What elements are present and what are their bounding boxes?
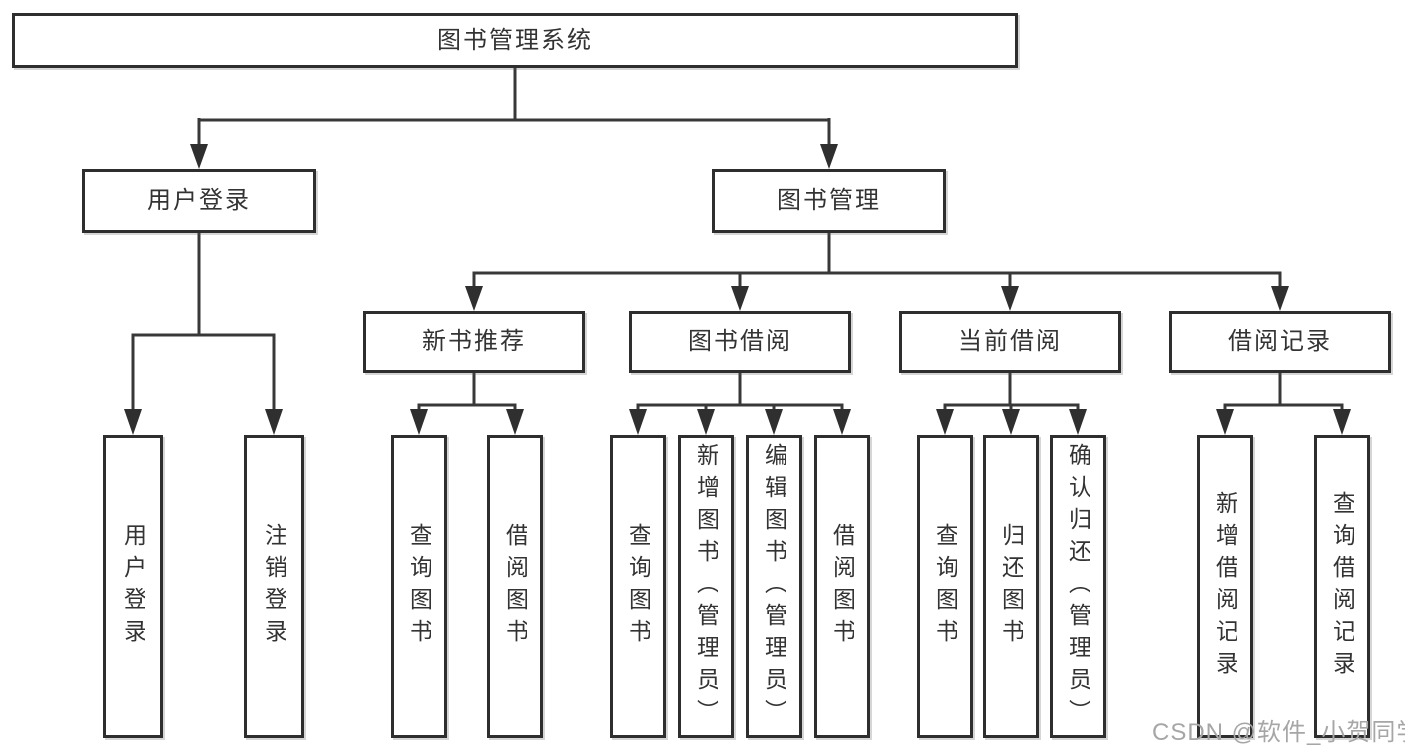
- leaf-query-books-current-label: 查询图书: [933, 522, 957, 651]
- connector-arrowhead: [190, 144, 208, 169]
- leaf-query-books-borrow: 查询图书: [610, 435, 666, 738]
- connector-user-login: [124, 233, 283, 435]
- connector-arrowhead: [410, 409, 428, 435]
- leaf-user-login: 用户登录: [103, 435, 163, 738]
- leaf-borrow-books-recommend: 借阅图书: [487, 435, 543, 738]
- connector-arrowhead: [465, 286, 483, 311]
- connector-borrow-records: [1216, 373, 1351, 435]
- leaf-logout-label: 注销登录: [262, 522, 286, 651]
- leaf-borrow-books-recommend-label: 借阅图书: [503, 522, 527, 651]
- connector-arrowhead: [765, 409, 783, 435]
- leaf-add-borrow-record: 新增借阅记录: [1197, 435, 1253, 738]
- leaf-user-login-label: 用户登录: [121, 522, 145, 651]
- connector-current-borrow: [936, 373, 1087, 435]
- leaf-edit-books-admin: 编辑图书（管理员）: [746, 435, 802, 738]
- leaf-confirm-return-admin: 确认归还（管理员）: [1050, 435, 1106, 738]
- node-root: 图书管理系统: [12, 13, 1018, 68]
- node-user-login: 用户登录: [82, 169, 316, 233]
- node-user-login-label: 用户登录: [147, 187, 251, 214]
- leaf-query-books-recommend-label: 查询图书: [407, 522, 431, 651]
- connector-arrowhead: [1002, 409, 1020, 435]
- connector-arrowhead: [731, 286, 749, 311]
- leaf-query-borrow-record: 查询借阅记录: [1314, 435, 1370, 738]
- connector-arrowhead: [1216, 409, 1234, 435]
- leaf-query-borrow-record-label: 查询借阅记录: [1330, 490, 1354, 683]
- leaf-return-books: 归还图书: [983, 435, 1039, 738]
- leaf-confirm-return-admin-label: 确认归还（管理员）: [1066, 442, 1090, 731]
- leaf-add-books-admin: 新增图书（管理员）: [678, 435, 734, 738]
- node-book-borrow-label: 图书借阅: [688, 328, 792, 355]
- node-new-book-recommend: 新书推荐: [363, 311, 585, 373]
- connector-arrowhead: [1333, 409, 1351, 435]
- node-book-borrow: 图书借阅: [629, 311, 851, 373]
- node-borrow-records-label: 借阅记录: [1228, 328, 1332, 355]
- leaf-query-books-current: 查询图书: [917, 435, 973, 738]
- node-book-management-label: 图书管理: [777, 187, 881, 214]
- connector-arrowhead: [1271, 286, 1289, 311]
- leaf-add-books-admin-label: 新增图书（管理员）: [694, 442, 718, 731]
- watermark-text: CSDN @软件_小贺同学: [1152, 719, 1405, 746]
- connector-new-book-recommend: [410, 373, 524, 435]
- connector-book-management: [465, 233, 1289, 311]
- leaf-query-books-borrow-label: 查询图书: [626, 522, 650, 651]
- connector-arrowhead: [697, 409, 715, 435]
- connector-arrowhead: [124, 409, 142, 435]
- leaf-logout: 注销登录: [244, 435, 304, 738]
- connector-arrowhead: [820, 144, 838, 169]
- leaf-query-books-recommend: 查询图书: [391, 435, 447, 738]
- connector-root: [190, 68, 838, 169]
- node-new-book-recommend-label: 新书推荐: [422, 328, 526, 355]
- connector-arrowhead: [265, 409, 283, 435]
- leaf-borrow-books-2: 借阅图书: [814, 435, 870, 738]
- node-book-management: 图书管理: [712, 169, 946, 233]
- leaf-borrow-books-2-label: 借阅图书: [830, 522, 854, 651]
- node-current-borrow-label: 当前借阅: [958, 328, 1062, 355]
- leaf-return-books-label: 归还图书: [999, 522, 1023, 651]
- connector-arrowhead: [1069, 409, 1087, 435]
- node-borrow-records: 借阅记录: [1169, 311, 1391, 373]
- connector-arrowhead: [936, 409, 954, 435]
- node-current-borrow: 当前借阅: [899, 311, 1121, 373]
- node-root-label: 图书管理系统: [437, 26, 593, 54]
- connector-arrowhead: [833, 409, 851, 435]
- connector-arrowhead: [506, 409, 524, 435]
- leaf-add-borrow-record-label: 新增借阅记录: [1213, 490, 1237, 683]
- connector-arrowhead: [629, 409, 647, 435]
- connector-book-borrow: [629, 373, 851, 435]
- connector-arrowhead: [1001, 286, 1019, 311]
- leaf-edit-books-admin-label: 编辑图书（管理员）: [762, 442, 786, 731]
